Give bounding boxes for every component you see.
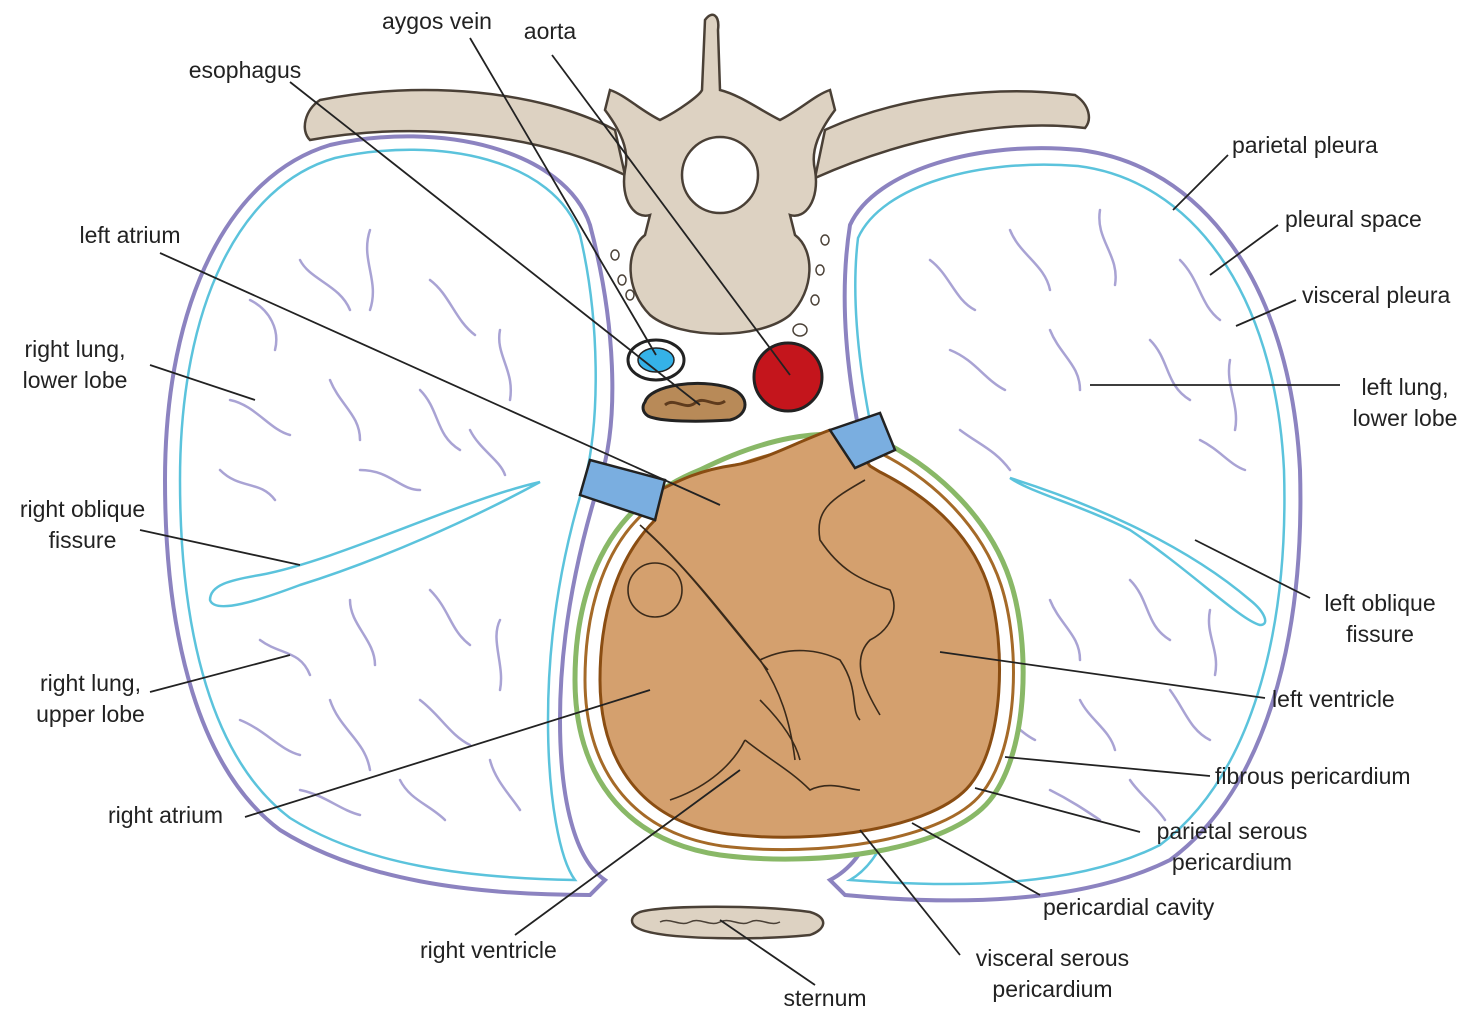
sternum-shape [632,907,823,939]
label-visceral-serous-pericardium: visceral serous pericardium [955,943,1150,1005]
label-left-lung-lower-lobe: left lung, lower lobe [1335,372,1475,434]
label-visceral-serous-pericardium-line2: pericardium [955,974,1150,1005]
label-fibrous-pericardium: fibrous pericardium [1215,761,1411,792]
label-right-lung-lower-lobe: right lung, lower lobe [0,334,150,396]
label-visceral-serous-pericardium-line1: visceral serous [955,943,1150,974]
label-parietal-serous-pericardium-line1: parietal serous [1142,816,1322,847]
label-pleural-space: pleural space [1285,204,1422,235]
label-right-oblique-fissure-line1: right oblique [0,494,165,525]
label-left-atrium: left atrium [55,220,205,251]
label-parietal-pleura: parietal pleura [1232,130,1378,161]
label-aygos-vein: aygos vein [362,6,512,37]
label-pericardial-cavity: pericardial cavity [1043,892,1214,923]
label-right-ventricle: right ventricle [420,935,557,966]
label-parietal-serous-pericardium-line2: pericardium [1142,847,1322,878]
label-visceral-pleura: visceral pleura [1302,280,1450,311]
label-left-ventricle: left ventricle [1272,684,1395,715]
label-left-oblique-fissure-line1: left oblique [1300,588,1460,619]
label-right-atrium: right atrium [108,800,223,831]
label-right-lung-upper-lobe: right lung, upper lobe [18,668,163,730]
right-parietal-pleura [165,136,612,895]
label-right-lung-lower-lobe-line1: right lung, [0,334,150,365]
label-right-lung-upper-lobe-line1: right lung, [18,668,163,699]
label-parietal-serous-pericardium: parietal serous pericardium [1142,816,1322,878]
label-left-oblique-fissure: left oblique fissure [1300,588,1460,650]
label-right-oblique-fissure-line2: fissure [0,525,165,556]
label-right-lung-upper-lobe-line2: upper lobe [18,699,163,730]
aorta-shape [754,343,822,411]
vertebral-foramen [682,137,758,213]
label-left-lung-lower-lobe-line1: left lung, [1335,372,1475,403]
label-esophagus: esophagus [165,55,325,86]
label-left-oblique-fissure-line2: fissure [1300,619,1460,650]
label-left-lung-lower-lobe-line2: lower lobe [1335,403,1475,434]
label-right-oblique-fissure: right oblique fissure [0,494,165,556]
label-sternum: sternum [770,983,880,1014]
label-right-lung-lower-lobe-line2: lower lobe [0,365,150,396]
label-aorta: aorta [505,16,595,47]
